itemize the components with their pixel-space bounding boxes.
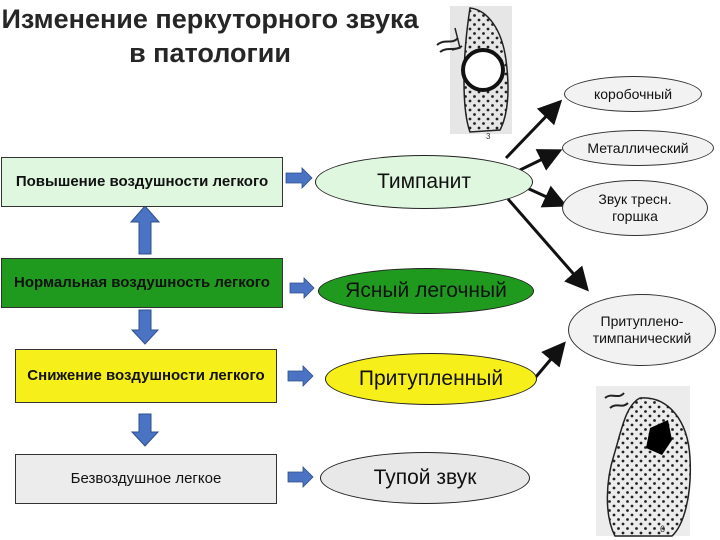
box-normal-airiness: Нормальная воздушность легкого <box>1 258 283 308</box>
oval-tympanic: Тимпанит <box>315 155 533 209</box>
lung-illustration-top: 3 <box>436 6 512 141</box>
arrow-down <box>130 413 160 447</box>
oval-dull: Притупленный <box>325 353 537 405</box>
oval-label: Тимпанит <box>376 170 472 193</box>
box-label: Снижение воздушности легкого <box>27 367 265 384</box>
figure-number-top: 3 <box>486 132 491 141</box>
box-decreased-airiness: Снижение воздушности легкого <box>15 349 277 403</box>
oval-flat: Тупой звук <box>320 452 530 504</box>
lung-illustration-bottom: 6 <box>596 386 692 537</box>
oval-label: Притуплено-тимпанический <box>592 313 692 346</box>
oval-dull-tympanic: Притуплено-тимпанический <box>568 294 716 366</box>
box-label: Безвоздушное легкое <box>70 470 222 487</box>
box-airless-lung: Безвоздушное легкое <box>15 454 277 504</box>
oval-label: Звук тресн. горшка <box>598 191 672 224</box>
oval-label: Ясный легочный <box>345 279 507 302</box>
arrow-down <box>130 309 160 345</box>
oval-label: Притупленный <box>358 367 504 390</box>
box-increased-airiness: Повышение воздушности легкого <box>1 157 283 207</box>
arrow-up <box>129 205 161 255</box>
oval-label: Металлический <box>587 139 689 156</box>
box-label: Повышение воздушности легкого <box>15 173 269 190</box>
sub-sound-arrows <box>504 99 589 379</box>
box-label: Нормальная воздушность легкого <box>14 274 270 291</box>
oval-clear-pulmonary: Ясный легочный <box>318 268 534 314</box>
figure-number-bottom: 6 <box>660 524 665 534</box>
oval-label: коробочный <box>593 85 673 102</box>
oval-boxy: коробочный <box>564 76 702 112</box>
oval-label: Тупой звук <box>373 466 477 489</box>
page-title: Изменение перкуторного звука в патологии <box>1 4 419 68</box>
oval-metallic: Металлический <box>562 130 714 166</box>
horizontal-arrows <box>285 167 315 488</box>
oval-cracked-pot: Звук тресн. горшка <box>562 180 708 236</box>
